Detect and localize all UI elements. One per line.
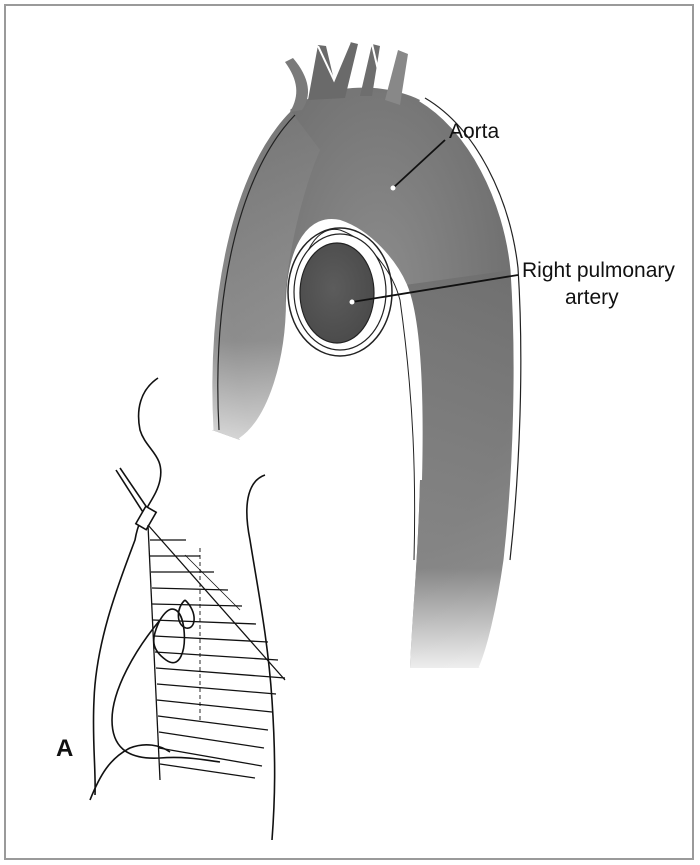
panel-label: A xyxy=(56,735,73,762)
aorta-leader-dot xyxy=(391,186,396,191)
aorta-label: Aorta xyxy=(449,120,500,143)
pulmonary-leader-dot xyxy=(350,300,355,305)
right-pulmonary-artery xyxy=(288,228,392,356)
pulmonary-label-line1: Right pulmonary xyxy=(522,259,675,282)
chest-sketch xyxy=(90,378,275,840)
pulmonary-label-line2: artery xyxy=(565,286,619,309)
hatched-field xyxy=(148,525,285,780)
